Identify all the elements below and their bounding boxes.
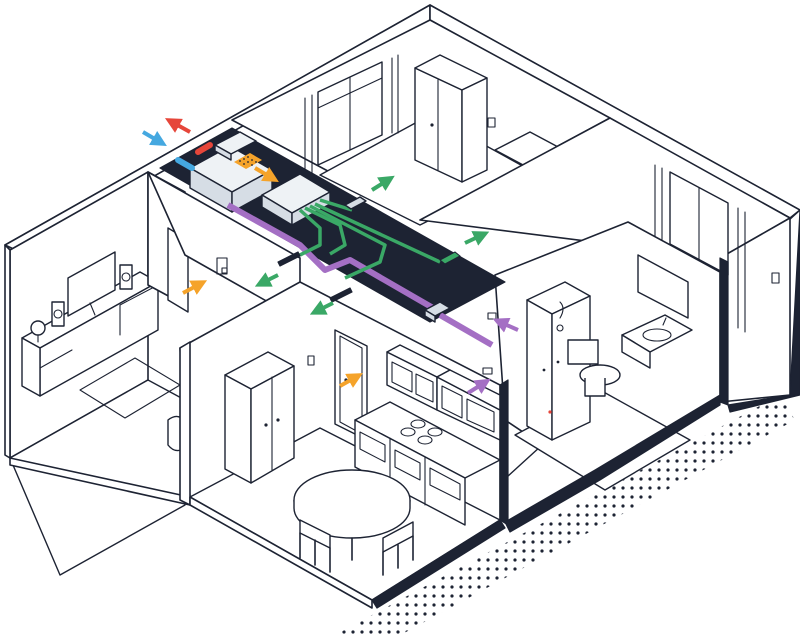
bathroom <box>494 221 721 491</box>
exterior-walls-front <box>4 209 800 609</box>
supply-air-arrow-icon <box>370 175 395 192</box>
supply-air-arrow-icon <box>464 231 490 246</box>
bedroom-back <box>231 19 611 226</box>
wall-vents <box>277 251 497 375</box>
transfer-air-arrow-icon <box>182 280 208 295</box>
supply-air-arrow-icon <box>309 300 334 315</box>
ceiling-duct-zone <box>159 127 506 348</box>
kitchen-dining <box>179 281 501 601</box>
supply-air-arrow-icon <box>254 272 279 287</box>
extract-air-arrow-icon <box>492 317 519 333</box>
exhaust-air-arrow-icon <box>165 118 191 134</box>
airflow-arrows <box>141 118 519 395</box>
heat-exchanger <box>234 153 262 169</box>
fresh-air-arrow-icon <box>141 130 167 147</box>
transfer-air-arrow-icon <box>339 373 363 388</box>
heat-exchange-arrow-icon <box>253 166 279 183</box>
ground-shadow <box>330 395 795 638</box>
extract-air-arrow-icon <box>466 378 491 395</box>
supply-ducts <box>298 198 441 280</box>
extract-duct <box>226 202 494 348</box>
